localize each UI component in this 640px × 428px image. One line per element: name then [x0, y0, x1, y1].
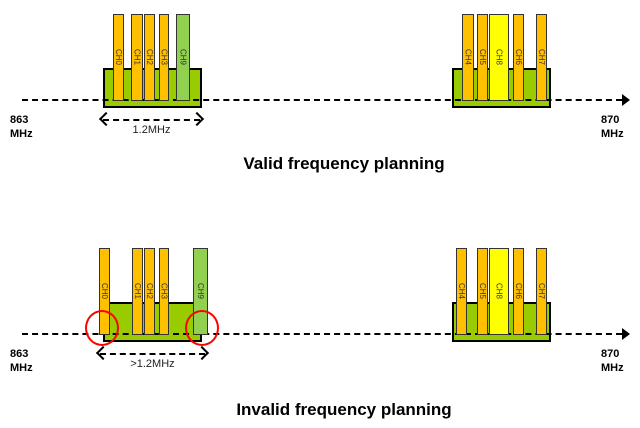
diagram-title: Invalid frequency planning — [236, 400, 452, 419]
channel-label: CH3 — [159, 49, 169, 66]
channel-label: CH6 — [514, 49, 523, 66]
channel-label: CH6 — [514, 283, 523, 300]
channel-bar-ch8: CH8 — [489, 248, 509, 335]
channel-label: CH9 — [196, 283, 205, 300]
bandwidth-span-arrow — [100, 353, 205, 355]
channel-bar-ch7: CH7 — [536, 248, 547, 335]
channel-bar-ch4: CH4 — [462, 14, 474, 101]
channel-label: CH9 — [178, 49, 188, 66]
channel-bar-ch2: CH2 — [144, 248, 155, 335]
channel-label: CH3 — [159, 283, 169, 300]
channel-label: CH7 — [537, 283, 546, 300]
channel-label: CH5 — [478, 283, 487, 300]
channel-bar-ch3: CH3 — [159, 14, 169, 101]
freq-unit: MHz — [601, 128, 624, 140]
channel-bar-ch7: CH7 — [536, 14, 547, 101]
channel-bar-ch1: CH1 — [132, 248, 143, 335]
channel-bar-ch9: CH9 — [176, 14, 190, 101]
bandwidth-span-label: >1.2MHz — [130, 358, 175, 370]
freq-value: 863 — [10, 348, 29, 360]
channel-label: CH8 — [494, 49, 504, 66]
highlight-circle-ch0 — [85, 310, 119, 346]
freq-unit: MHz — [601, 362, 624, 374]
channel-bar-ch5: CH5 — [477, 248, 488, 335]
channel-bar-ch2: CH2 — [144, 14, 155, 101]
channel-bar-ch6: CH6 — [513, 14, 524, 101]
axis-arrow-head — [622, 328, 630, 340]
channel-label: CH7 — [537, 49, 546, 66]
channel-bar-ch6: CH6 — [513, 248, 524, 335]
channel-label: CH1 — [132, 49, 142, 66]
highlight-circle-ch9 — [185, 310, 219, 346]
channel-label: CH4 — [463, 49, 473, 66]
freq-unit: MHz — [10, 362, 33, 374]
diagram-title: Valid frequency planning — [243, 154, 445, 173]
channel-label: CH0 — [100, 283, 109, 300]
channel-bar-ch1: CH1 — [131, 14, 143, 101]
channel-label: CH0 — [114, 49, 123, 66]
channel-bar-ch4: CH4 — [456, 248, 467, 335]
frequency-axis — [22, 99, 622, 101]
frequency-axis — [22, 333, 622, 335]
channel-label: CH1 — [133, 283, 142, 300]
channel-bar-ch0: CH0 — [113, 14, 124, 101]
channel-bar-ch8: CH8 — [489, 14, 509, 101]
channel-label: CH2 — [145, 49, 154, 66]
channel-label: CH8 — [494, 283, 504, 300]
channel-bar-ch3: CH3 — [159, 248, 169, 335]
channel-label: CH5 — [478, 49, 487, 66]
channel-label: CH2 — [145, 283, 154, 300]
bandwidth-span-label: 1.2MHz — [132, 124, 171, 136]
axis-arrow-head — [622, 94, 630, 106]
freq-unit: MHz — [10, 128, 33, 140]
freq-value: 870 — [601, 114, 620, 126]
channel-label: CH4 — [457, 283, 466, 300]
freq-value: 863 — [10, 114, 29, 126]
freq-value: 870 — [601, 348, 620, 360]
channel-bar-ch5: CH5 — [477, 14, 488, 101]
bandwidth-span-arrow — [103, 119, 200, 121]
